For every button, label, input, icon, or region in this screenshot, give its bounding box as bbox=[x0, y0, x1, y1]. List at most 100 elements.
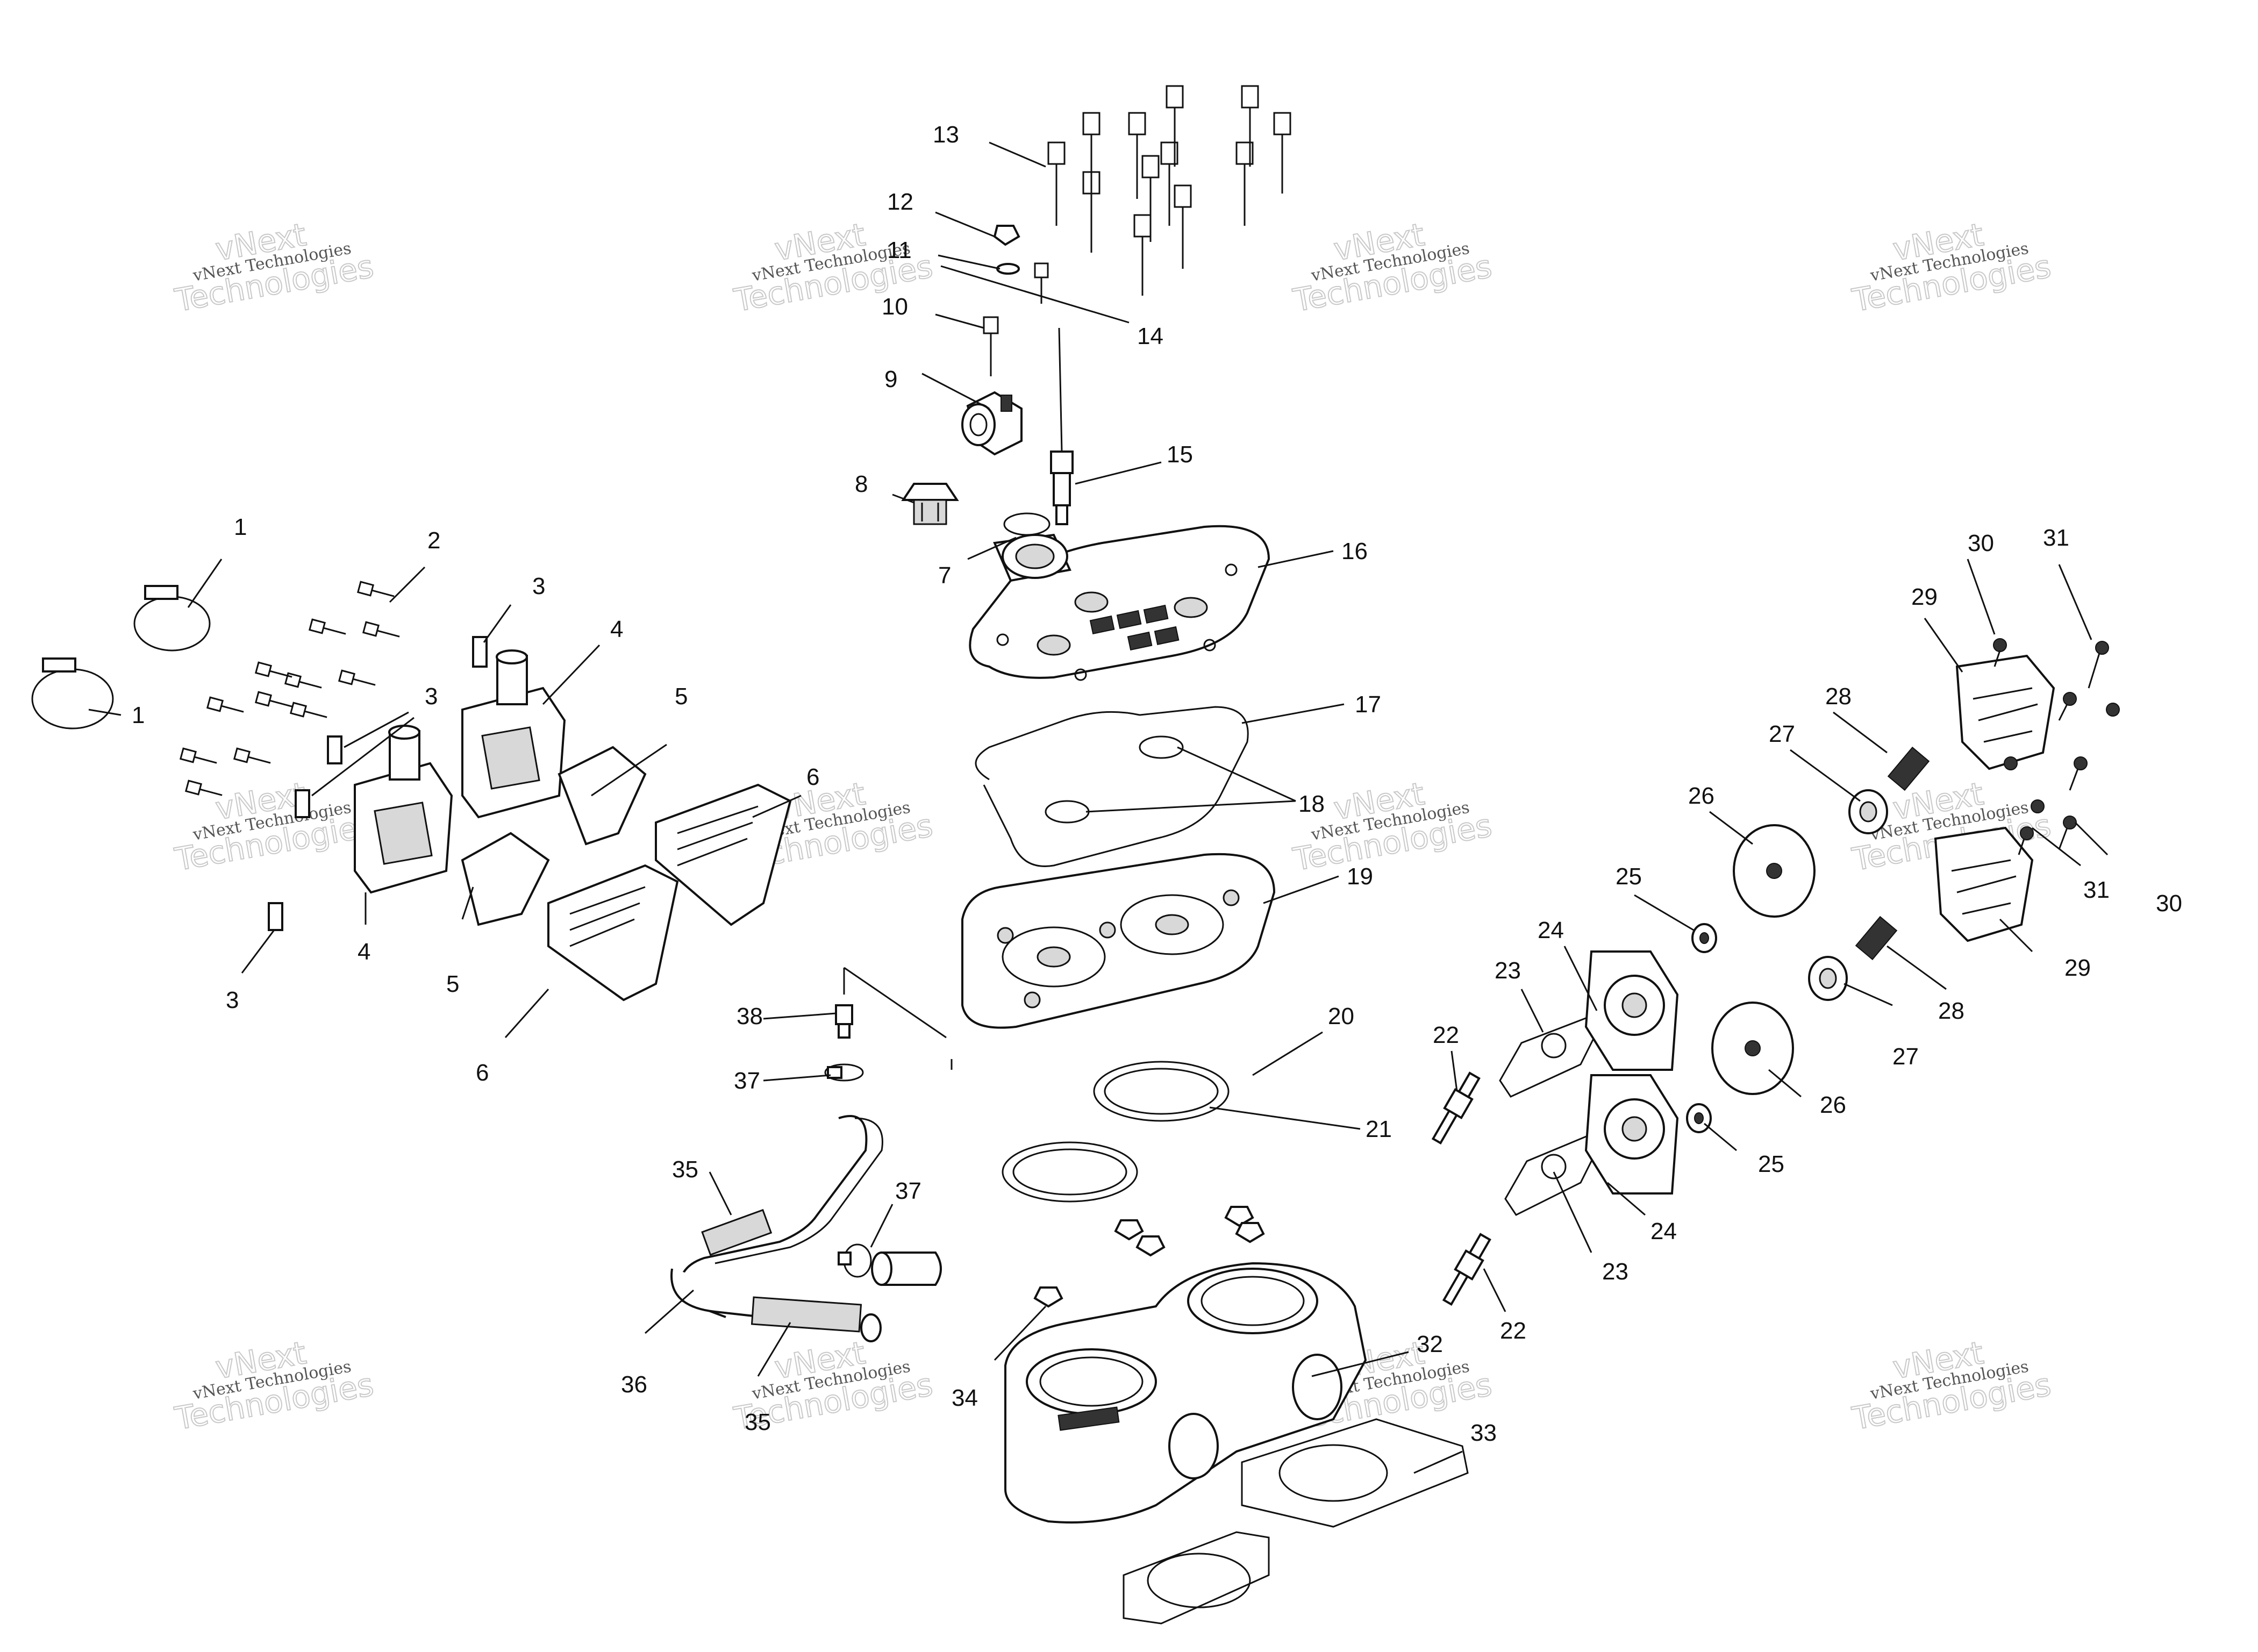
watermark-3: vNext vNext Technologies Technologies bbox=[1290, 216, 1495, 319]
callout-3a: 3 bbox=[532, 573, 545, 599]
callout-5a: 5 bbox=[675, 683, 688, 710]
callout-36: 36 bbox=[621, 1371, 647, 1398]
callout-8: 8 bbox=[855, 471, 868, 497]
cylinder-head-cover-part bbox=[969, 525, 1270, 681]
callout-30b: 30 bbox=[2156, 890, 2182, 917]
pump-gaskets-part bbox=[1499, 1015, 1598, 1216]
hoses-part bbox=[670, 1115, 942, 1342]
watermark-4: vNext vNext Technologies Technologies bbox=[1849, 216, 2054, 319]
callout-25b: 25 bbox=[1758, 1151, 1784, 1177]
callout-13: 13 bbox=[933, 121, 959, 148]
callout-31b: 31 bbox=[2083, 877, 2110, 903]
callout-4a: 4 bbox=[610, 616, 623, 642]
head-bolts-part bbox=[1047, 85, 1291, 296]
callout-24a: 24 bbox=[1538, 917, 1564, 943]
reed-stoppers-part bbox=[461, 746, 647, 926]
cylinder-part bbox=[1004, 1262, 1367, 1524]
callout-3b: 3 bbox=[425, 683, 438, 710]
callout-38: 38 bbox=[737, 1003, 763, 1029]
cylinder-head-part bbox=[961, 853, 1276, 1029]
nuts-part bbox=[1033, 1206, 1265, 1308]
callout-32: 32 bbox=[1417, 1331, 1443, 1357]
callout-9: 9 bbox=[884, 366, 897, 392]
callout-20: 20 bbox=[1328, 1003, 1354, 1029]
head-o-ring-2-part bbox=[1045, 800, 1090, 824]
callout-23a: 23 bbox=[1495, 957, 1521, 984]
callout-3c: 3 bbox=[226, 987, 239, 1013]
impellers-part bbox=[1711, 824, 1816, 1095]
callout-11: 11 bbox=[887, 237, 912, 263]
hose-clamps-part bbox=[31, 585, 211, 730]
callout-7: 7 bbox=[938, 562, 951, 589]
callout-22b: 22 bbox=[1500, 1318, 1526, 1344]
callout-5b: 5 bbox=[446, 971, 459, 997]
pump-housings-part bbox=[1584, 950, 1679, 1195]
intake-bolts-part bbox=[179, 581, 400, 796]
watermark-12: vNext vNext Technologies Technologies bbox=[1849, 1334, 2054, 1438]
watermark-2: vNext vNext Technologies Technologies bbox=[731, 216, 936, 319]
callout-1b: 1 bbox=[132, 702, 145, 728]
watermark-1: vNext vNext Technologies Technologies bbox=[172, 216, 377, 319]
callout-4b: 4 bbox=[358, 939, 370, 965]
callout-6a: 6 bbox=[806, 764, 819, 790]
callout-21: 21 bbox=[1366, 1116, 1392, 1142]
callout-22a: 22 bbox=[1433, 1022, 1459, 1048]
callout-37b: 37 bbox=[895, 1178, 921, 1204]
watermark-7: vNext vNext Technologies Technologies bbox=[1290, 775, 1495, 878]
callout-18: 18 bbox=[1298, 791, 1325, 817]
callout-27b: 27 bbox=[1892, 1043, 1919, 1070]
parts bbox=[31, 85, 2120, 1625]
callout-35a: 35 bbox=[672, 1156, 698, 1183]
callouts: 1 1 2 3 3 3 4 4 5 5 6 6 7 8 9 10 11 12 1… bbox=[132, 121, 2182, 1446]
spark-plugs-part bbox=[1431, 1071, 1491, 1306]
callout-34: 34 bbox=[952, 1385, 978, 1411]
callout-19: 19 bbox=[1347, 863, 1373, 890]
callout-29a: 29 bbox=[1911, 584, 1938, 610]
callout-23b: 23 bbox=[1602, 1258, 1628, 1285]
intake-manifolds-part bbox=[354, 649, 566, 894]
seals-part bbox=[1808, 789, 1888, 1001]
leader-lines bbox=[88, 141, 2109, 1474]
watermark-9: vNext vNext Technologies Technologies bbox=[172, 1334, 377, 1438]
callout-14: 14 bbox=[1137, 323, 1163, 349]
watermark-5: vNext vNext Technologies Technologies bbox=[172, 775, 377, 878]
o-ring-part bbox=[1003, 512, 1051, 536]
callout-15: 15 bbox=[1167, 441, 1193, 468]
callout-35b: 35 bbox=[745, 1409, 771, 1435]
gasket-rings-part bbox=[1002, 1061, 1230, 1203]
head-gasket-part bbox=[975, 706, 1249, 867]
callout-12: 12 bbox=[887, 189, 913, 215]
bearings-part bbox=[1686, 923, 1717, 1133]
callout-17: 17 bbox=[1355, 691, 1381, 718]
callout-6b: 6 bbox=[476, 1060, 489, 1086]
head-o-ring-1-part bbox=[1139, 735, 1184, 759]
callout-29b: 29 bbox=[2064, 955, 2091, 981]
callout-16: 16 bbox=[1341, 538, 1368, 564]
callout-10: 10 bbox=[882, 294, 908, 320]
fittings-part bbox=[824, 1004, 872, 1278]
temperature-sensor-part bbox=[1050, 327, 1074, 525]
callout-33: 33 bbox=[1470, 1420, 1497, 1446]
springs-part bbox=[1855, 746, 1930, 961]
water-outlet-part bbox=[961, 391, 1023, 456]
reed-valves-part bbox=[547, 783, 792, 1002]
base-gasket-part bbox=[1123, 1418, 1469, 1625]
small-hardware-part bbox=[983, 225, 1049, 376]
callout-27a: 27 bbox=[1769, 721, 1795, 747]
callout-2: 2 bbox=[427, 527, 440, 554]
callout-26a: 26 bbox=[1688, 783, 1714, 809]
cover-screws-part bbox=[1993, 638, 2120, 855]
thermostat-part bbox=[901, 483, 959, 525]
clips-part bbox=[268, 636, 488, 931]
callout-26b: 26 bbox=[1820, 1092, 1846, 1118]
callout-28b: 28 bbox=[1938, 998, 1964, 1024]
callout-37a: 37 bbox=[734, 1068, 760, 1094]
callout-28a: 28 bbox=[1825, 683, 1852, 710]
callout-1a: 1 bbox=[234, 514, 247, 540]
callout-25a: 25 bbox=[1616, 863, 1642, 890]
callout-24b: 24 bbox=[1650, 1218, 1677, 1245]
pump-covers-part bbox=[1934, 654, 2055, 942]
callout-30a: 30 bbox=[1968, 530, 1994, 556]
callout-31a: 31 bbox=[2043, 525, 2069, 551]
